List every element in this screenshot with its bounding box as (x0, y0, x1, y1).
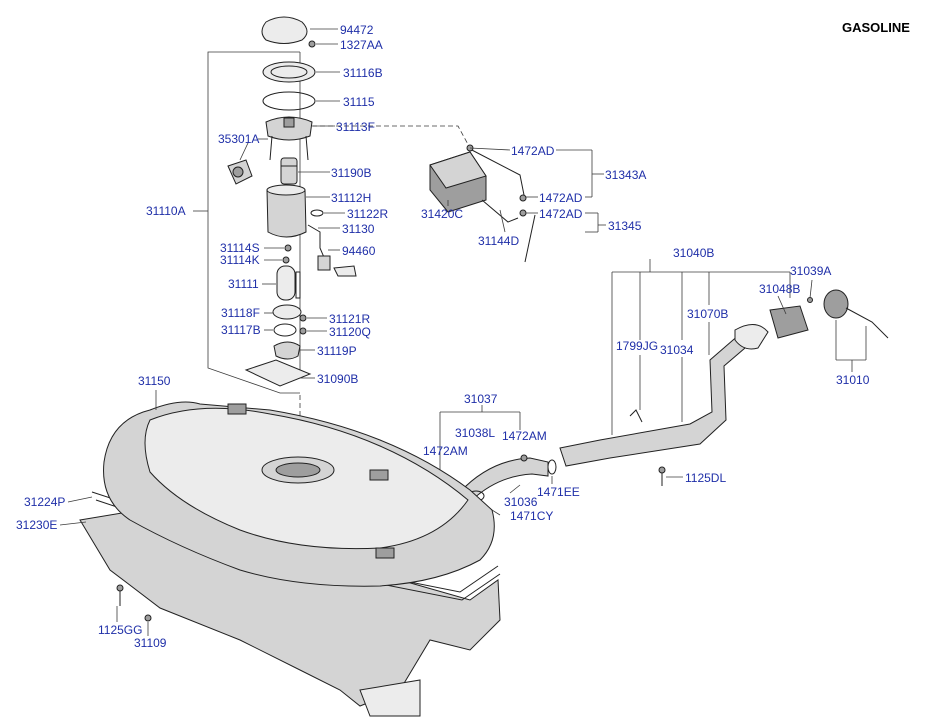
canister-group (312, 125, 606, 263)
clip-31114S-shape (284, 244, 292, 252)
label-31034: 31034 (660, 343, 694, 357)
label-31114S: 31114S (220, 241, 260, 255)
cap-31010-shape (823, 289, 849, 319)
flange-31113F-shape (265, 116, 313, 141)
label-94460: 94460 (342, 244, 376, 258)
filter-31190B-shape (280, 157, 298, 185)
nut-1327AA-shape (308, 40, 316, 48)
label-31110A: 31110A (146, 204, 186, 218)
label-31114K: 31114K (220, 253, 260, 267)
label-31119P: 31119P (317, 344, 357, 358)
housing-31112H-shape (266, 189, 307, 238)
label-1471EE: 1471EE (537, 485, 580, 499)
filler-pipe-31034-shape (559, 333, 753, 467)
filler-neck-group (559, 259, 889, 486)
label-1125GG: 1125GG (98, 623, 142, 637)
pad-31090B-shape (244, 359, 312, 387)
gasket-31115-shape (262, 91, 316, 111)
label-31113F: 31113F (336, 120, 375, 134)
label-1471CY: 1471CY (510, 509, 553, 523)
clamp-31119P-shape (273, 341, 301, 360)
label-31115: 31115 (343, 95, 375, 109)
label-1799JG: 1799JG (616, 339, 658, 353)
cover-94472-shape (261, 16, 308, 44)
label-31150: 31150 (138, 374, 171, 388)
label-31122R: 31122R (347, 207, 388, 221)
label-31190B: 31190B (331, 166, 371, 180)
ring-31122R-shape (310, 209, 324, 217)
part-labels: 94472 1327AA 31116B 31115 31113F 35301A … (16, 23, 870, 650)
gasket-31048B-shape (769, 305, 809, 339)
label-31130: 31130 (342, 222, 375, 236)
label-31343A: 31343A (605, 168, 646, 182)
plate-31116B-shape (262, 61, 316, 83)
label-1472AD-middle: 1472AD (539, 191, 583, 205)
label-1327AA: 1327AA (340, 38, 383, 52)
label-31048B: 31048B (759, 282, 800, 296)
label-31040B: 31040B (673, 246, 714, 260)
label-31037: 31037 (464, 392, 498, 406)
label-1472AM-left: 1472AM (423, 444, 468, 458)
strainer-31118F-shape (272, 304, 302, 320)
label-31144D: 31144D (478, 234, 519, 248)
label-31116B: 31116B (343, 66, 383, 80)
label-31111: 31111 (228, 277, 259, 291)
label-31038L: 31038L (455, 426, 495, 440)
variant-title: GASOLINE (842, 20, 910, 35)
label-31120Q: 31120Q (329, 325, 371, 339)
label-31224P: 31224P (24, 495, 65, 509)
hose-group (439, 405, 557, 516)
connector-94460-shape (317, 255, 331, 271)
label-31121R: 31121R (329, 312, 370, 326)
label-1472AD-upper: 1472AD (511, 144, 555, 158)
label-1125DL: 1125DL (685, 471, 726, 485)
label-94472: 94472 (340, 23, 374, 37)
label-31420C: 31420C (421, 207, 463, 221)
label-31010: 31010 (836, 373, 870, 387)
label-31112H: 31112H (331, 191, 371, 205)
label-31109: 31109 (134, 636, 167, 650)
label-31070B: 31070B (687, 307, 728, 321)
wire-31130-shape (307, 224, 327, 263)
label-31117B: 31117B (221, 323, 261, 337)
ring-31121R-shape (299, 314, 307, 322)
label-31230E: 31230E (16, 518, 57, 532)
label-35301A: 35301A (218, 132, 259, 146)
label-1472AM-right: 1472AM (502, 429, 547, 443)
label-31118F: 31118F (221, 306, 260, 320)
label-31345: 31345 (608, 219, 642, 233)
label-31036: 31036 (504, 495, 538, 509)
label-31039A: 31039A (790, 264, 831, 278)
pump-31111-shape (276, 265, 296, 301)
clip-31114K-shape (282, 256, 290, 264)
label-1472AD-lower: 1472AD (539, 207, 583, 221)
fuel-tank-31150 (59, 390, 501, 717)
fuel-pump-module-group (193, 16, 357, 470)
ring-31120Q-shape (299, 327, 307, 335)
label-31090B: 31090B (317, 372, 358, 386)
ring-31117B-shape (273, 323, 297, 337)
